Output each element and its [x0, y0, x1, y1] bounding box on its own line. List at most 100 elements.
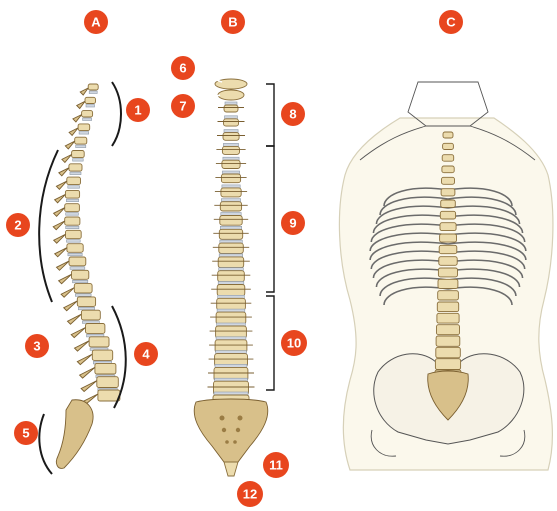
anterior-vertebra	[219, 243, 244, 253]
torso-vertebra	[437, 313, 459, 323]
lateral-disc	[73, 280, 88, 283]
lateral-disc	[66, 226, 79, 229]
lateral-disc	[78, 307, 94, 310]
torso-vertebra	[436, 336, 460, 346]
lateral-vertebra	[75, 137, 87, 144]
torso-vertebra	[435, 359, 460, 370]
lateral-spinous-process	[54, 208, 65, 217]
lateral-vertebra	[89, 337, 109, 347]
lateral-disc	[68, 186, 80, 189]
lateral-vertebra	[69, 164, 82, 171]
axis-vertebra	[218, 90, 244, 100]
panel-label-b: B	[228, 15, 237, 30]
anterior-vertebra	[223, 133, 239, 141]
lateral-disc	[66, 199, 78, 202]
panel-badge-b: B	[221, 10, 245, 34]
torso-vertebra	[438, 279, 458, 288]
lateral-spinous-process	[65, 141, 74, 149]
anterior-vertebra	[217, 285, 245, 296]
marker-10-label: 10	[287, 336, 301, 351]
torso-vertebra	[443, 132, 453, 138]
anterior-vertebra	[220, 216, 242, 226]
torso-vertebra	[442, 166, 454, 173]
torso-vertebra	[437, 325, 460, 335]
bracket-thoracic	[266, 146, 274, 292]
anterior-vertebra	[218, 271, 245, 282]
anterior-vertebra	[224, 119, 239, 126]
lateral-spinous-process	[68, 314, 82, 324]
anterior-vertebra	[218, 257, 244, 268]
marker-4-label: 4	[142, 347, 150, 362]
marker-12-label: 12	[243, 487, 257, 502]
lateral-vertebra	[72, 270, 89, 279]
curve-cervical	[112, 82, 121, 146]
marker-6: 6	[171, 56, 195, 80]
lateral-spinous-process	[69, 128, 78, 135]
lateral-vertebra	[72, 151, 85, 158]
lateral-spinous-process	[73, 115, 82, 122]
lateral-vertebra	[98, 390, 120, 401]
lateral-spinous-process	[55, 194, 66, 202]
marker-2: 2	[6, 213, 30, 237]
lateral-disc	[89, 91, 97, 94]
lateral-vertebra	[67, 177, 81, 185]
lateral-vertebra	[69, 257, 86, 266]
lateral-disc	[67, 240, 81, 243]
lateral-disc	[76, 145, 86, 148]
lateral-spinous-process	[54, 234, 66, 243]
lateral-spinous-process	[61, 288, 74, 298]
marker-10: 10	[281, 330, 307, 356]
lateral-vertebra	[88, 84, 98, 90]
lateral-spinous-process	[77, 354, 92, 365]
lateral-vertebra	[97, 377, 119, 388]
lateral-spinous-process	[81, 381, 97, 392]
torso-vertebra	[439, 257, 457, 266]
anterior-spine	[207, 102, 255, 409]
lateral-vertebra	[66, 230, 82, 238]
marker-5-label: 5	[22, 426, 29, 441]
lateral-vertebra	[86, 324, 105, 334]
lateral-vertebra	[65, 190, 79, 198]
marker-7-label: 7	[179, 99, 186, 114]
marker-3: 3	[25, 334, 49, 358]
torso-vertebra	[442, 177, 455, 184]
anterior-vertebra	[216, 312, 246, 324]
anterior-vertebra	[221, 174, 240, 183]
lateral-spinous-process	[59, 168, 69, 176]
lateral-vertebra	[85, 97, 96, 103]
torso-vertebra	[439, 245, 457, 253]
lateral-spinous-process	[56, 181, 66, 189]
lateral-vertebra	[74, 284, 92, 293]
anterior-vertebra	[219, 229, 242, 239]
lateral-disc	[82, 321, 99, 324]
marker-6-leader	[190, 70, 222, 82]
lateral-sacrum	[56, 400, 93, 469]
lateral-spinous-process	[57, 261, 70, 270]
lateral-vertebra	[77, 297, 95, 307]
lateral-vertebra	[65, 204, 80, 212]
marker-12: 12	[237, 481, 263, 507]
torso-vertebra	[440, 211, 455, 219]
torso-vertebra	[441, 189, 455, 196]
anterior-vertebra	[221, 188, 241, 197]
lateral-spinous-process	[80, 88, 88, 95]
lateral-spinous-process	[64, 301, 78, 311]
lateral-disc	[79, 132, 89, 135]
lateral-spinous-process	[53, 221, 65, 230]
bracket-cervical	[266, 84, 274, 146]
marker-9-label: 9	[289, 216, 296, 231]
lateral-disc	[70, 172, 81, 175]
anterior-coccyx	[224, 462, 238, 476]
marker-1: 1	[126, 98, 150, 122]
torso-vertebra	[440, 234, 457, 242]
lateral-vertebra	[82, 111, 93, 117]
marker-8-label: 8	[289, 107, 296, 122]
marker-1-label: 1	[134, 103, 141, 118]
torso-vertebra	[441, 200, 456, 207]
lateral-vertebra	[65, 217, 80, 225]
panel-badge-a: A	[84, 10, 108, 34]
torso-vertebra	[442, 155, 454, 162]
torso-vertebra	[437, 302, 458, 312]
panel-label-a: A	[91, 15, 101, 30]
